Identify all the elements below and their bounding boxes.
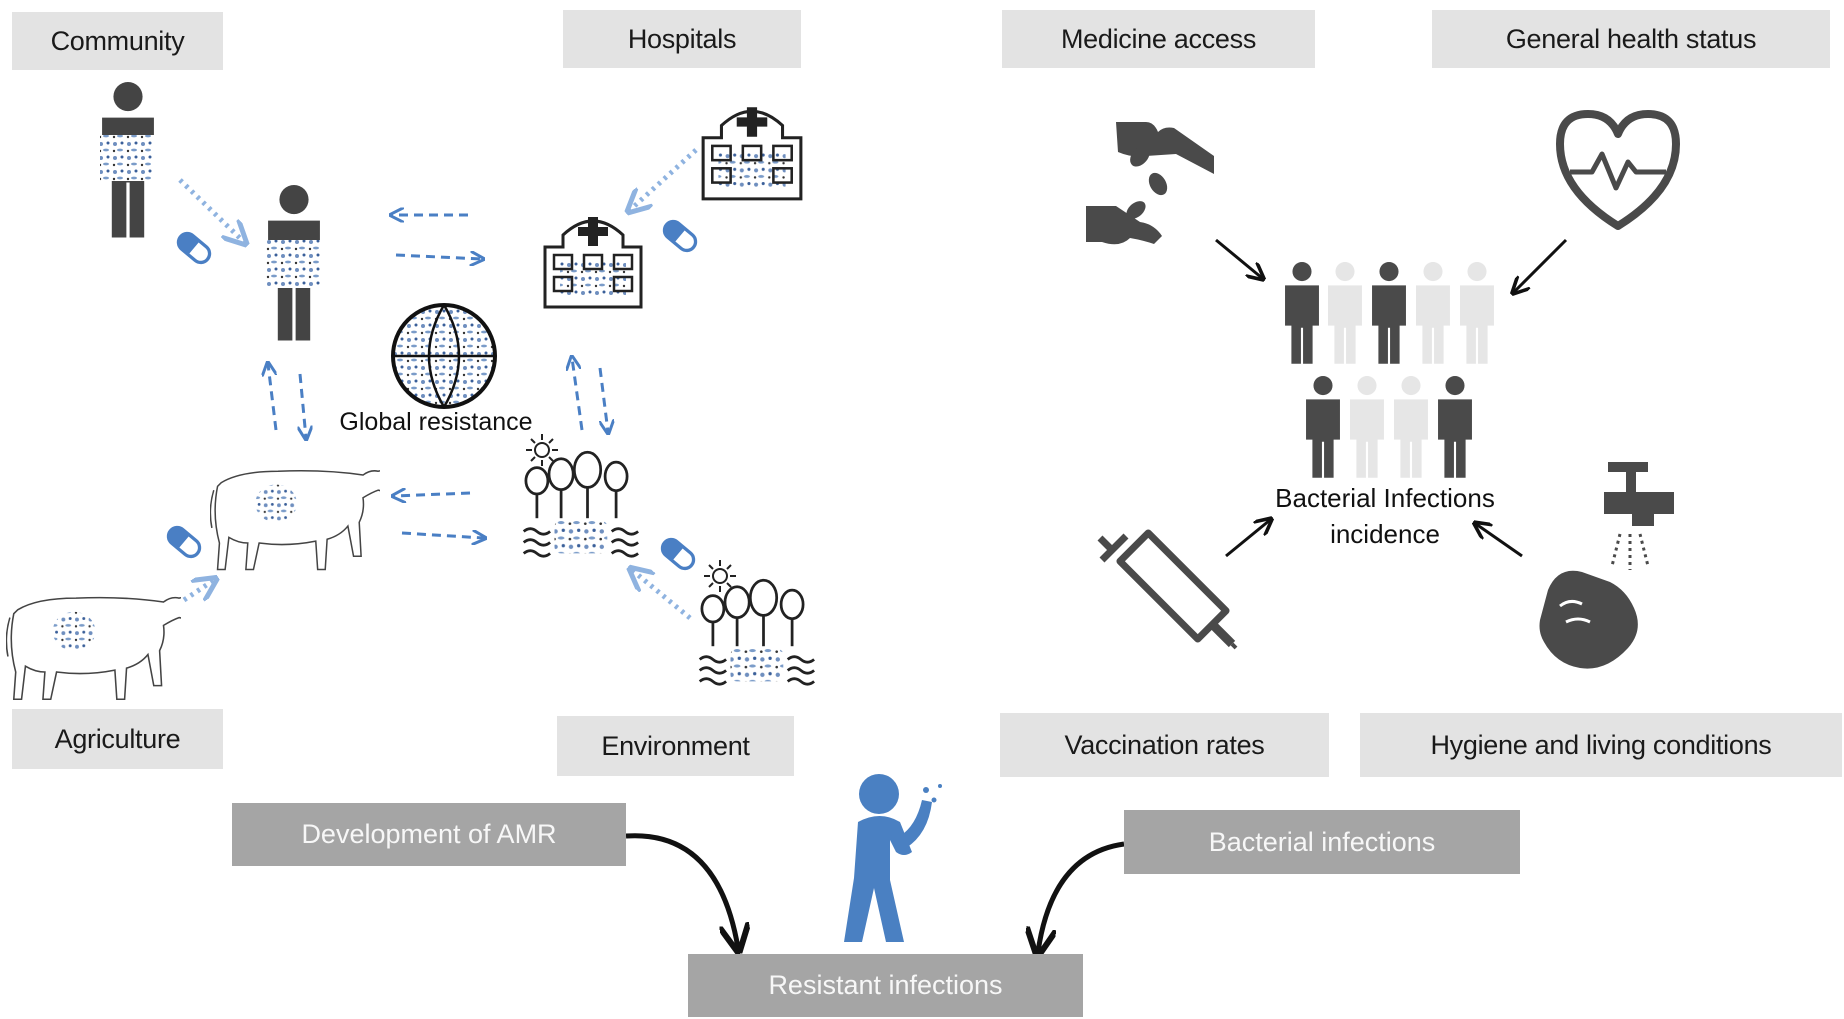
factor-arrow <box>1476 524 1523 558</box>
pill-icon <box>173 228 215 268</box>
factor-label-vaccination-rates: Vaccination rates <box>1000 713 1329 777</box>
agriculture-inflow-arrow <box>182 580 214 603</box>
exchange-arrow <box>572 358 584 431</box>
trees-center-icon <box>522 450 640 558</box>
hospital-inflow-arrow <box>630 148 698 210</box>
environment-inflow-arrow <box>632 570 692 620</box>
community-inflow-arrow <box>178 178 244 242</box>
pill-icon <box>659 216 701 256</box>
medicine-hands-icon <box>1086 122 1214 245</box>
population-icon <box>1285 262 1494 478</box>
factor-label-medicine-access: Medicine access <box>1002 10 1315 68</box>
hospital-center-icon <box>543 215 643 309</box>
coughing-person-icon <box>844 774 942 942</box>
faucet-handwash-icon <box>1539 462 1674 669</box>
pill-icon <box>163 522 205 562</box>
amr-to-resistant-arrow <box>625 833 738 948</box>
sector-label-environment: Environment <box>557 716 794 776</box>
factor-label-general-health-status: General health status <box>1432 10 1830 68</box>
exchange-arrow <box>598 367 608 432</box>
incidence-line-2: incidence <box>1330 519 1440 549</box>
bacterial-infections-box: Bacterial infections <box>1124 810 1520 874</box>
exchange-arrow <box>394 493 471 496</box>
cow-left-icon <box>6 596 181 701</box>
sector-label-community: Community <box>12 12 223 70</box>
exchange-arrow <box>300 373 306 438</box>
exchange-arrow <box>268 364 278 431</box>
pill-icon <box>657 534 699 574</box>
central-person-icon <box>266 185 322 341</box>
bacterial-to-resistant-arrow <box>1038 841 1125 952</box>
global-resistance-label: Global resistance <box>339 408 533 436</box>
globe-icon <box>391 303 497 409</box>
factor-arrow <box>1225 520 1270 558</box>
heart-pulse-icon <box>1556 110 1680 230</box>
exchange-arrow <box>395 255 482 259</box>
factor-arrow <box>1514 238 1568 292</box>
trees-corner-icon <box>698 578 816 686</box>
factor-label-hygiene-living: Hygiene and living conditions <box>1360 713 1842 777</box>
cow-center-icon <box>210 469 380 571</box>
incidence-line-1: Bacterial Infections <box>1275 483 1495 513</box>
resistant-infections-box: Resistant infections <box>688 954 1083 1017</box>
hospital-large-icon <box>701 105 803 201</box>
incidence-label: Bacterial Infections incidence <box>1270 480 1500 552</box>
syringe-icon <box>1097 529 1238 650</box>
community-person-icon <box>100 82 154 238</box>
development-amr-box: Development of AMR <box>232 803 626 866</box>
sector-label-hospitals: Hospitals <box>563 10 801 68</box>
factor-arrow <box>1215 238 1262 278</box>
exchange-arrow <box>401 533 484 538</box>
sector-label-agriculture: Agriculture <box>12 709 223 769</box>
